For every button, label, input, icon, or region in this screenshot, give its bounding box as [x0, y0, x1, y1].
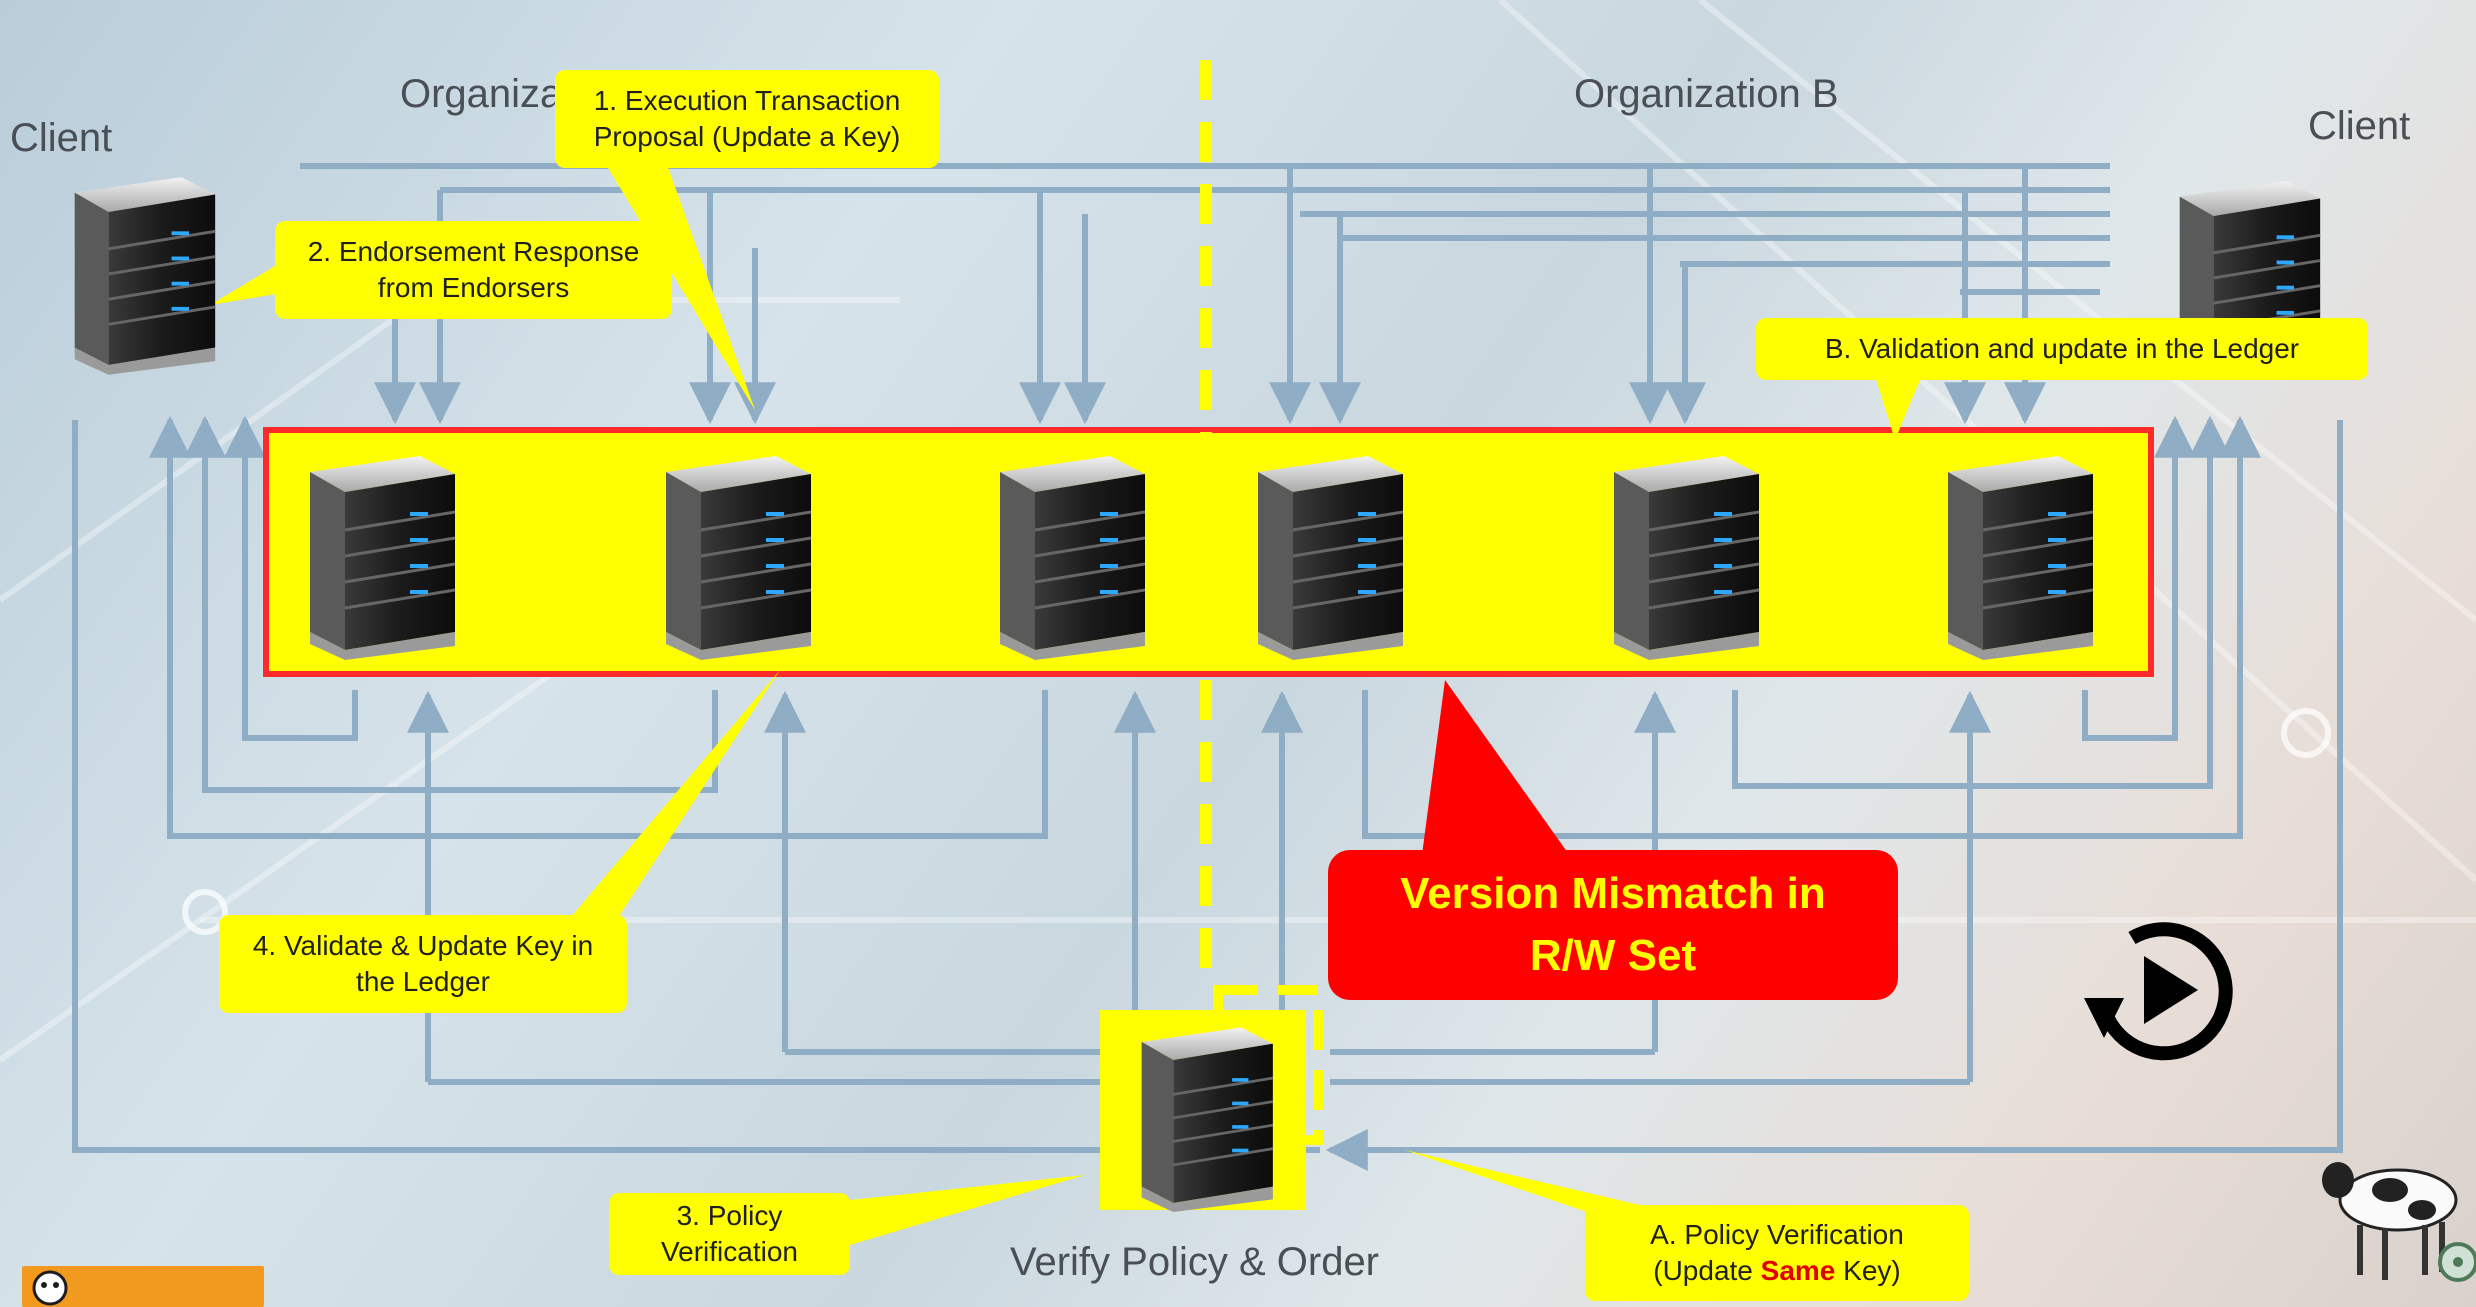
- callout-step2: 2. Endorsement Response from Endorsers: [275, 221, 672, 319]
- callout-stepB-text: B. Validation and update in the Ledger: [1824, 333, 2300, 364]
- organization-b-label: Organization B: [1574, 72, 1839, 116]
- server-icon: [73, 175, 217, 377]
- callout-step3-line1: 3. Policy: [676, 1200, 783, 1231]
- server-icon: [664, 454, 813, 660]
- mismatch-line1: Version Mismatch in: [1400, 869, 1826, 918]
- server-icon: [1256, 454, 1405, 660]
- client-left-label: Client: [10, 116, 113, 160]
- callout-step2-line2: from Endorsers: [377, 272, 570, 303]
- server-icon: [1140, 1025, 1275, 1212]
- callout-step4-line2: the Ledger: [356, 966, 490, 997]
- fan-icon: [2438, 1242, 2476, 1282]
- logo-emblem-icon: [32, 1270, 68, 1306]
- version-mismatch-alert: Version Mismatch in R/W Set: [1328, 850, 1898, 1000]
- mismatch-line2: R/W Set: [1529, 931, 1697, 980]
- callout-stepB: B. Validation and update in the Ledger: [1756, 318, 2368, 380]
- verify-policy-order-label: Verify Policy & Order: [1010, 1240, 1380, 1284]
- callout-step2-line1: 2. Endorsement Response: [307, 236, 640, 267]
- callout-step1-line1: 1. Execution Transaction: [593, 85, 901, 116]
- organization-a-label: Organiza: [400, 72, 563, 116]
- callout-step4: 4. Validate & Update Key in the Ledger: [219, 915, 627, 1013]
- callout-stepA-line1: A. Policy Verification: [1650, 1219, 1904, 1250]
- server-icon: [1612, 454, 1761, 660]
- callout-step1-line2: Proposal (Update a Key): [593, 121, 901, 152]
- replay-icon: [2084, 922, 2233, 1061]
- callout-step3: 3. Policy Verification: [609, 1193, 850, 1275]
- client-right-label: Client: [2308, 104, 2411, 148]
- server-icon: [1946, 454, 2095, 660]
- callout-step3-line2: Verification: [661, 1236, 798, 1267]
- callout-stepA: A. Policy Verification (Update Same Key): [1585, 1205, 1969, 1301]
- emphasis-same: Same: [1760, 1255, 1836, 1286]
- cow-icon: [2322, 1162, 2458, 1280]
- server-icon: [308, 454, 457, 660]
- callout-stepA-line2: (Update Same Key): [1653, 1255, 1901, 1286]
- logo: [22, 1266, 264, 1307]
- callout-step4-line1: 4. Validate & Update Key in: [252, 930, 594, 961]
- callout-step1: 1. Execution Transaction Proposal (Updat…: [555, 70, 939, 168]
- server-icon: [998, 454, 1147, 660]
